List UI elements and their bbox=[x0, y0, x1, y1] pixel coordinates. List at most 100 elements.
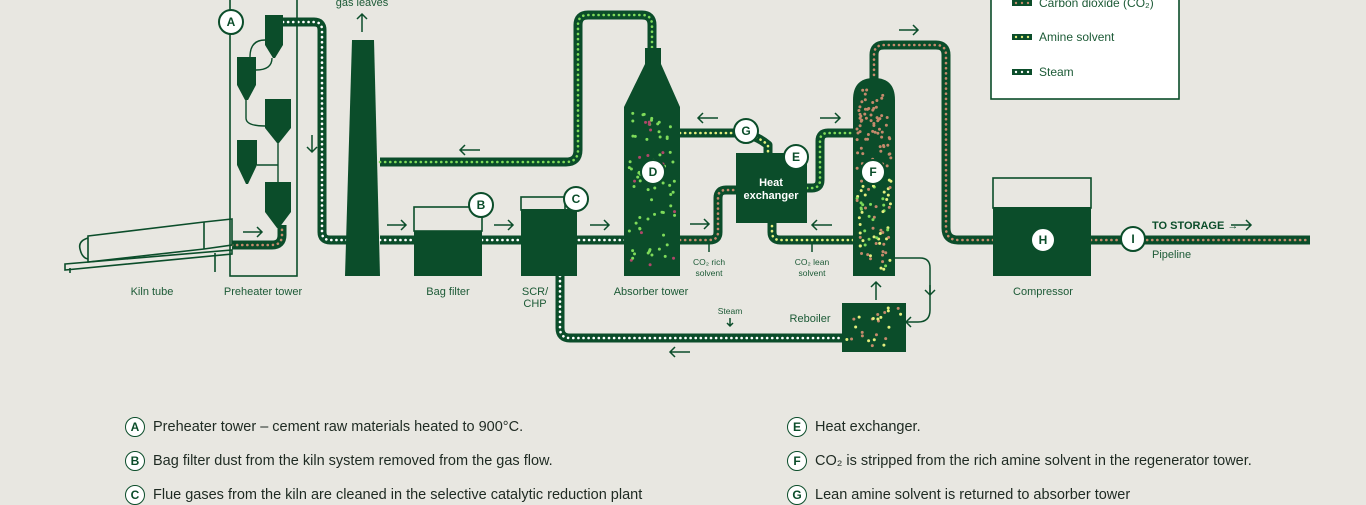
absorber-dot bbox=[631, 119, 635, 123]
regenerator-amine-dot bbox=[863, 193, 867, 197]
regenerator-co2-dot bbox=[861, 88, 865, 92]
regenerator-co2-dot bbox=[864, 116, 868, 120]
regenerator-co2-dot bbox=[860, 100, 864, 104]
regenerator-amine-dot bbox=[871, 184, 875, 188]
regenerator-amine-dot bbox=[855, 196, 859, 200]
absorber-dot bbox=[628, 160, 632, 164]
regenerator-amine-dot bbox=[863, 206, 867, 210]
absorber-dot bbox=[644, 120, 648, 124]
rich-pipe-dots bbox=[678, 188, 739, 242]
regenerator-co2-dot bbox=[869, 113, 873, 117]
marker-i: I bbox=[1120, 226, 1146, 252]
regenerator-amine-dot bbox=[887, 235, 891, 239]
regenerator-amine-dot bbox=[874, 242, 878, 246]
regenerator-amine-dot bbox=[872, 235, 876, 239]
regenerator-co2-dot bbox=[889, 156, 893, 160]
regenerator-amine-dot bbox=[860, 210, 864, 214]
regenerator-amine-dot bbox=[867, 187, 871, 191]
reboiler-dot bbox=[871, 316, 875, 320]
absorber-tower-label: Absorber tower bbox=[614, 286, 689, 298]
absorber-dot bbox=[634, 221, 638, 225]
regenerator-co2-dot bbox=[858, 130, 862, 134]
absorber-dot bbox=[672, 256, 676, 260]
regenerator-amine-dot bbox=[881, 260, 885, 264]
scr-steam-pipe-dots bbox=[558, 274, 844, 340]
regenerator-amine-dot bbox=[879, 266, 883, 270]
regenerator-co2-dot bbox=[888, 152, 892, 156]
absorber-dot bbox=[631, 134, 635, 138]
regenerator-co2-dot bbox=[881, 93, 885, 97]
absorber-dot bbox=[627, 229, 631, 233]
heat-exchanger-label-1: Heat bbox=[759, 177, 783, 189]
regenerator-co2-dot bbox=[865, 88, 869, 92]
regenerator-co2-dot bbox=[886, 143, 890, 147]
svg-text:F: F bbox=[869, 165, 876, 179]
regenerator-amine-dot bbox=[860, 251, 864, 255]
absorber-dot bbox=[653, 212, 657, 216]
regenerator-co2-dot bbox=[874, 105, 878, 109]
absorber-dot bbox=[665, 243, 669, 247]
regenerator-co2-dot bbox=[869, 119, 873, 123]
regenerator-co2-dot bbox=[885, 116, 889, 120]
absorber-dot bbox=[646, 188, 650, 192]
regenerator-co2-dot bbox=[872, 123, 876, 127]
regenerator-amine-dot bbox=[868, 254, 872, 258]
scr-label-1: SCR/ bbox=[522, 286, 549, 298]
regenerator-amine-dot bbox=[881, 250, 885, 254]
regenerator-amine-dot bbox=[881, 210, 885, 214]
regenerator-amine-dot bbox=[882, 203, 886, 207]
regenerator-co2-dot bbox=[863, 107, 867, 111]
svg-text:C: C bbox=[572, 192, 581, 206]
rich-pipe bbox=[680, 185, 737, 245]
steam-label: Steam bbox=[718, 306, 743, 316]
regenerator-co2-dot bbox=[877, 127, 881, 131]
regenerator-amine-dot bbox=[879, 228, 883, 232]
regenerator-co2-dot bbox=[855, 166, 859, 170]
absorber-dot bbox=[646, 217, 650, 221]
regenerator-amine-dot bbox=[867, 214, 871, 218]
reboiler-dot bbox=[884, 337, 888, 341]
hx-to-f-pipe bbox=[807, 128, 853, 193]
reboiler-dot bbox=[879, 315, 883, 319]
regenerator-amine-dot bbox=[886, 228, 890, 232]
regenerator-amine-dot bbox=[882, 267, 886, 271]
absorber-dot bbox=[632, 184, 636, 188]
absorber-dot bbox=[631, 111, 635, 115]
regenerator-co2-dot bbox=[876, 131, 880, 135]
regenerator-amine-dot bbox=[882, 190, 886, 194]
absorber-dot bbox=[646, 154, 650, 158]
absorber-dot bbox=[650, 253, 654, 257]
regenerator-co2-dot bbox=[884, 123, 888, 127]
regenerator-co2-dot bbox=[863, 92, 867, 96]
absorber-dot bbox=[668, 150, 672, 154]
regenerator-amine-dot bbox=[860, 179, 864, 183]
regenerator-amine-dot bbox=[884, 264, 888, 268]
reboiler-dot bbox=[874, 333, 878, 337]
regenerator-amine-dot bbox=[871, 218, 875, 222]
absorber-dot bbox=[647, 122, 651, 126]
regenerator-co2-dot bbox=[859, 114, 863, 118]
hx-to-f-pipe-dots bbox=[805, 131, 855, 190]
reboiler bbox=[842, 303, 906, 352]
absorber-dot bbox=[662, 233, 666, 237]
reboiler-dot bbox=[854, 325, 858, 329]
regenerator-co2-dot bbox=[887, 136, 891, 140]
regenerator-amine-dot bbox=[888, 258, 892, 262]
regenerator-co2-dot bbox=[857, 109, 861, 113]
lean-pipe-dots bbox=[770, 220, 855, 242]
kiln-tube bbox=[64, 218, 233, 273]
regenerator-amine-dot bbox=[855, 198, 859, 202]
absorber-dot bbox=[647, 120, 651, 124]
flow-arrows bbox=[243, 12, 1253, 358]
regenerator-co2-dot bbox=[871, 129, 875, 133]
absorber-dot bbox=[657, 130, 661, 134]
marker-a: A bbox=[218, 9, 244, 35]
absorber-dot bbox=[636, 175, 640, 179]
to-storage-label: TO STORAGE → bbox=[1152, 220, 1238, 232]
reboiler-label: Reboiler bbox=[790, 313, 831, 325]
absorber-dot bbox=[660, 210, 664, 214]
stack-return-pipe bbox=[380, 10, 657, 167]
svg-text:E: E bbox=[792, 150, 800, 164]
